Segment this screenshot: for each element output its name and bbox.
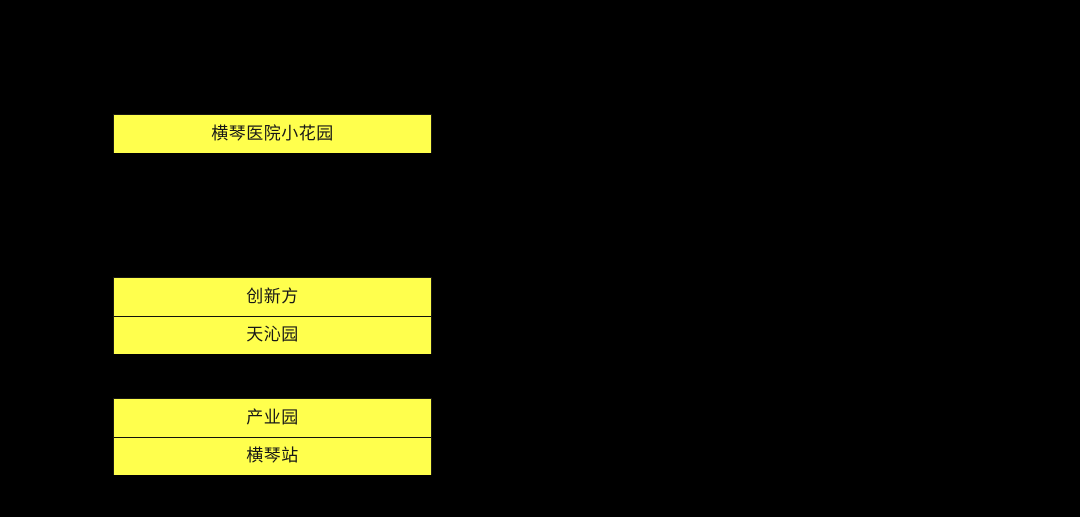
label-group-innovation: 创新方 天沁园 bbox=[113, 277, 432, 354]
map-label-tianqinyuan[interactable]: 天沁园 bbox=[114, 316, 431, 354]
map-label-chanyeyuan[interactable]: 产业园 bbox=[114, 399, 431, 437]
map-label-hengqin-station[interactable]: 横琴站 bbox=[114, 437, 431, 475]
map-label-text: 横琴站 bbox=[246, 446, 299, 466]
map-label-text: 天沁园 bbox=[246, 325, 299, 345]
map-label-text: 产业园 bbox=[246, 407, 299, 428]
map-label-text: 创新方 bbox=[246, 286, 299, 307]
map-label-text: 横琴医院小花园 bbox=[211, 123, 334, 144]
map-label-hengqin-hospital-garden[interactable]: 横琴医院小花园 bbox=[114, 115, 431, 153]
label-group-hospital-garden: 横琴医院小花园 bbox=[113, 114, 432, 153]
label-group-industrial: 产业园 横琴站 bbox=[113, 398, 432, 475]
map-label-chuangxinfang[interactable]: 创新方 bbox=[114, 278, 431, 316]
